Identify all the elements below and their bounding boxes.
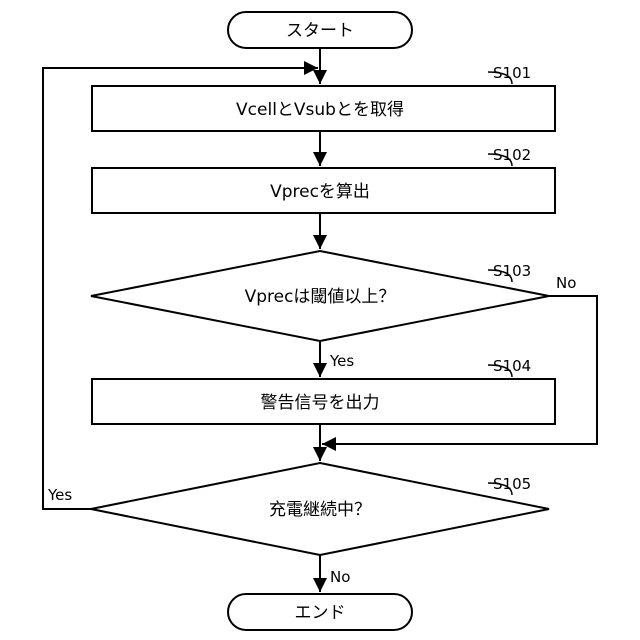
step-id-s104: S104: [493, 357, 531, 375]
step-id-s105: S105: [493, 475, 531, 493]
step-id-s101: S101: [493, 64, 531, 82]
process-s101-label: VcellとVsubとを取得: [236, 100, 404, 120]
decision-s103-label: Vprecは閾値以上？: [245, 287, 396, 307]
edge-label-s103-yes: Yes: [329, 352, 354, 370]
step-id-s103: S103: [493, 262, 531, 280]
start-label: スタート: [286, 21, 354, 41]
end-label: エンド: [295, 603, 346, 623]
step-id-s102: S102: [493, 146, 531, 164]
edge-label-s105-yes: Yes: [47, 486, 72, 504]
edge-label-s105-no: No: [330, 568, 350, 586]
process-s102-label: Vprecを算出: [270, 182, 370, 202]
decision-s105-label: 充電継続中？: [269, 500, 371, 520]
process-s104-label: 警告信号を出力: [261, 393, 380, 413]
edge-label-s103-no: No: [556, 274, 576, 292]
